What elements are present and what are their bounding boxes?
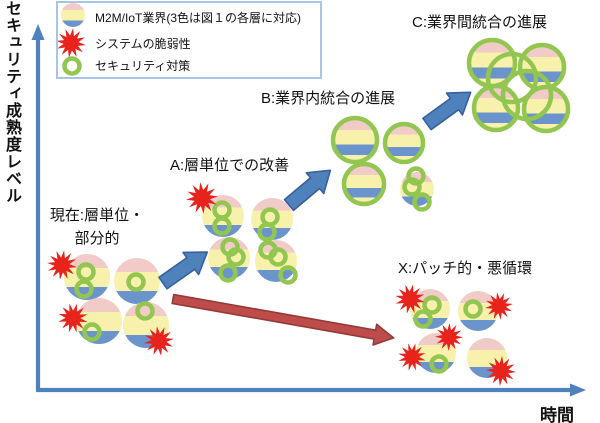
industry-circle-secured (382, 121, 426, 165)
arrow-b-to-c-icon (418, 80, 480, 136)
legend (56, 1, 322, 79)
cluster-x (392, 281, 518, 388)
legend-icons (54, 3, 88, 76)
security-ring (422, 295, 442, 315)
security-ring (126, 272, 146, 292)
x-axis-arrowhead-icon (570, 383, 586, 397)
cross-industry-security-ring (485, 51, 539, 105)
security-ring (257, 222, 277, 242)
security-ring (268, 247, 288, 267)
security-ring (218, 263, 238, 283)
security-ring (463, 299, 483, 319)
security-ring (402, 177, 422, 197)
industry-circle-secured (330, 115, 380, 165)
security-ring (74, 279, 94, 299)
industry-circle-secured (517, 42, 567, 92)
stage-label-b: B:業界内統合の進展 (261, 90, 396, 107)
stage-label-current: 現在:層単位・ 部分的 (49, 207, 145, 247)
cluster-current (45, 248, 179, 361)
cluster-b (330, 115, 434, 212)
legend-item-industry: M2M/IoT業界(3色は図１の各層に対応) (95, 11, 302, 25)
industry-circle-icon (61, 3, 85, 27)
industry-circle-secured (471, 83, 521, 133)
security-ring (82, 322, 102, 342)
x-axis-label: 時間 (540, 406, 574, 423)
legend-item-vulnerability: システムの脆弱性 (95, 37, 191, 51)
security-ring (413, 309, 433, 329)
y-axis (31, 24, 45, 390)
industry-circle (114, 258, 160, 304)
stage-label-x: X:パッチ的・悪循環 (398, 260, 533, 277)
industry-circle (255, 240, 297, 282)
industry-circle-secured (341, 161, 387, 207)
cross-industry-security-ring (500, 68, 554, 122)
stage-label-c: C:業界間統合の進展 (412, 14, 548, 31)
security-ring (278, 265, 298, 285)
arrow-current-to-x-icon (170, 287, 397, 350)
arrow-current-to-a-icon (154, 240, 216, 295)
security-ring (226, 247, 246, 267)
x-axis (36, 383, 586, 397)
security-ring (412, 192, 432, 212)
security-ring (429, 354, 449, 374)
industry-circle (410, 289, 450, 329)
security-ring (212, 216, 232, 236)
stage-label-a: A:層単位での改善 (170, 157, 290, 174)
security-ring (135, 301, 155, 321)
y-axis-arrowhead-icon (31, 24, 45, 40)
security-ring-icon (62, 56, 82, 76)
cluster-a (184, 180, 298, 285)
y-axis-label: セキュリティ成熟度レベル (3, 0, 20, 204)
legend-item-security: セキュリティ対策 (95, 59, 191, 73)
industry-circle (76, 298, 122, 344)
cluster-c (466, 37, 571, 134)
